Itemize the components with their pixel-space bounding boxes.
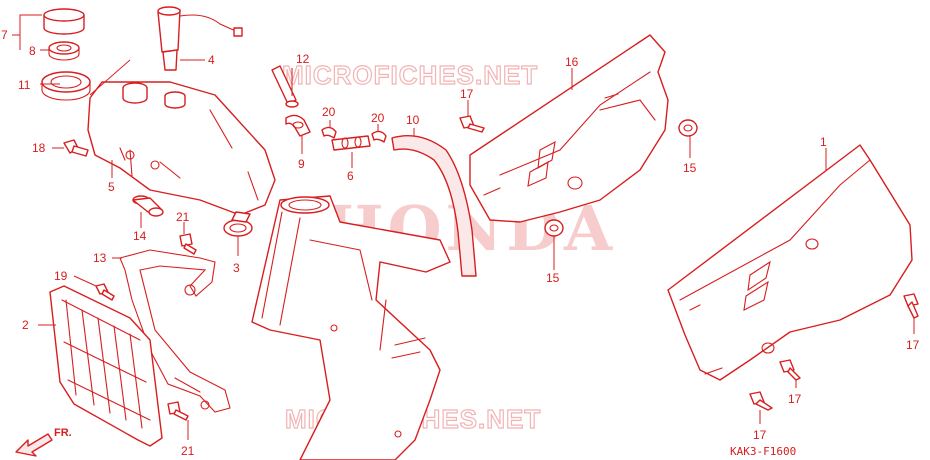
stay-part-13 [119, 249, 231, 413]
side-cover-part-16 [469, 34, 669, 223]
bolt-part-21a [179, 233, 197, 255]
callout-17a: 17 [460, 87, 474, 101]
callout-2: 2 [22, 318, 29, 332]
oil-tank-part-5 [87, 81, 276, 216]
bracket-line [89, 59, 131, 96]
callout-13: 13 [93, 251, 107, 265]
leader-19 [73, 275, 97, 287]
callout-8: 8 [29, 44, 36, 58]
leader-7 [12, 14, 42, 50]
grommet-part-15a [678, 119, 698, 137]
callout-19: 19 [54, 269, 68, 283]
bolt-part-17d [749, 391, 773, 411]
clamp-part-3 [223, 211, 253, 237]
callout-18: 18 [32, 141, 46, 155]
callout-17b: 17 [906, 338, 920, 352]
clip-part-20b [371, 130, 387, 143]
callout-3: 3 [233, 261, 240, 275]
callout-15b: 15 [546, 271, 560, 285]
callout-17c: 17 [788, 392, 802, 406]
callout-4: 4 [208, 53, 215, 67]
clip-part-20a [321, 126, 337, 139]
connector-part-12 [271, 65, 299, 108]
bolt-part-18 [63, 139, 89, 157]
callout-15a: 15 [683, 161, 697, 175]
grill-part-2 [49, 285, 163, 447]
bolt-part-17b [903, 293, 919, 319]
callout-20a: 20 [322, 105, 336, 119]
side-cover-part-1 [667, 144, 913, 381]
direction-label: FR. [54, 427, 72, 439]
joint-part-6 [331, 135, 371, 151]
diagram-code: KAK3-F1600 [730, 445, 796, 458]
seal-part-8 [48, 41, 80, 61]
callout-17d: 17 [753, 428, 767, 442]
callout-6: 6 [347, 169, 354, 183]
elbow-part-9 [285, 114, 311, 137]
breather-part-4 [157, 6, 243, 71]
hose-part-10 [391, 135, 477, 277]
callout-10: 10 [406, 113, 420, 127]
callout-21a: 21 [176, 210, 190, 224]
callout-21b: 21 [181, 444, 195, 458]
bolt-part-19 [95, 283, 115, 301]
callout-9: 9 [298, 157, 305, 171]
collar-part-14 [132, 195, 164, 217]
callout-20b: 20 [371, 111, 385, 125]
cap-part-7 [43, 8, 85, 35]
callout-5: 5 [108, 180, 115, 194]
callout-7: 7 [1, 28, 8, 42]
callout-12: 12 [296, 52, 310, 66]
bolt-part-17c [779, 359, 801, 381]
ring-part-11 [41, 71, 91, 101]
bolt-part-17a [459, 115, 485, 133]
bolt-part-21b [167, 401, 189, 421]
watermark-top: MICROFICHES.NET [282, 60, 538, 90]
front-arrow-icon [15, 433, 53, 457]
callout-14: 14 [133, 229, 147, 243]
callout-11: 11 [18, 78, 31, 92]
frame-part [251, 195, 451, 460]
callout-16: 16 [565, 55, 579, 69]
callout-1: 1 [820, 135, 827, 149]
grommet-part-15b [544, 219, 564, 237]
